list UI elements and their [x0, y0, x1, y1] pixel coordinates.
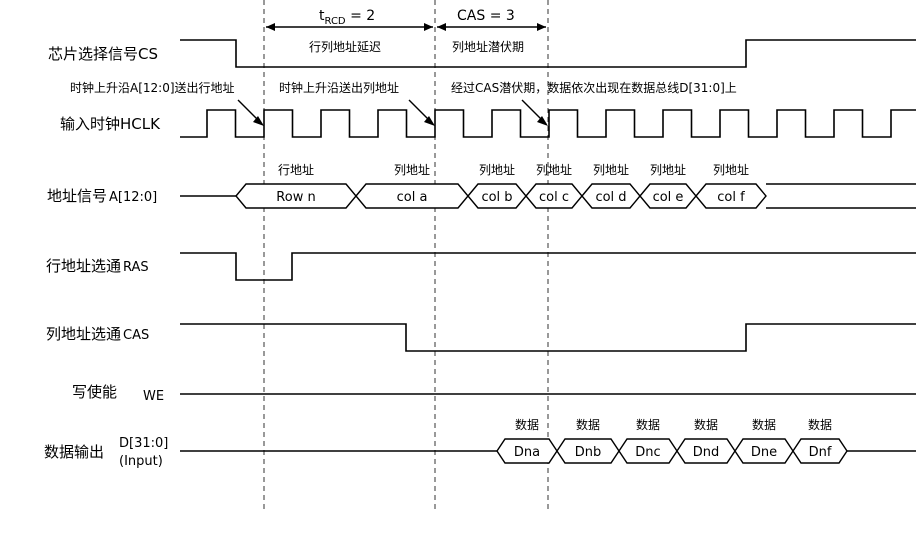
- address-bus-cell-label: 列地址: [593, 163, 629, 177]
- data-bus-cell-value: Dnf: [809, 445, 832, 460]
- data-signal-label: 数据输出: [44, 443, 104, 461]
- data-bus-waveform: Dna 数据 Dnb 数据 Dnc 数据 Dnd 数据 Dne 数据 Dnf 数据: [180, 417, 916, 464]
- address-bus-cell-value: col b: [481, 190, 512, 205]
- address-bus-cell-value: col f: [717, 190, 745, 205]
- timing-header-cas: CAS = 3 列地址潜伏期: [437, 8, 546, 54]
- address-bus-cell-label: 列地址: [479, 163, 515, 177]
- hclk-waveform: [180, 109, 916, 138]
- col-address-note: 时钟上升沿送出列地址: [279, 80, 399, 95]
- data-bus-cell-label: 数据: [808, 417, 832, 432]
- data-bus-cell: [792, 438, 848, 464]
- data-bus-cell-value: Dne: [751, 445, 777, 460]
- trcd-label: tRCD = 2: [319, 8, 375, 27]
- row-address-arrowhead: [253, 116, 264, 126]
- address-bus-cell-value: col a: [397, 190, 428, 205]
- cs-signal-label: 芯片选择信号CS: [48, 45, 158, 63]
- address-bus-cell-label: 列地址: [713, 163, 749, 177]
- data-bus-cell-label: 数据: [752, 417, 776, 432]
- trcd-right-arrowhead: [424, 23, 433, 31]
- address-bus-cell-value: col e: [653, 190, 684, 205]
- row-address-note: 时钟上升沿A[12:0]送出行地址: [70, 80, 235, 95]
- address-bus-cell-value: col c: [539, 190, 569, 205]
- data-signal-sublabel-input: (Input): [119, 454, 163, 469]
- cas-right-arrowhead: [537, 23, 546, 31]
- we-signal-label: 写使能: [72, 383, 117, 401]
- address-bus-cell-label: 行地址: [278, 163, 314, 177]
- data-bus-cell-value: Dnb: [575, 445, 602, 460]
- cs-waveform: [180, 39, 916, 68]
- data-bus-cell-value: Dna: [514, 445, 540, 460]
- address-bus-cell-value: Row n: [276, 190, 315, 205]
- cas-left-arrowhead: [437, 23, 446, 31]
- reference-lines: [263, 0, 549, 512]
- address-bus-cell-label: 列地址: [650, 163, 686, 177]
- data-bus-cell-value: Dnd: [693, 445, 720, 460]
- data-signal-sublabel-bus: D[31:0]: [119, 436, 168, 451]
- data-bus-cell-label: 数据: [576, 417, 600, 432]
- address-bus-cell-label: 列地址: [394, 163, 430, 177]
- col-address-arrowhead: [424, 116, 435, 126]
- data-appear-note: 经过CAS潜伏期，数据依次出现在数据总线D[31:0]上: [451, 80, 737, 95]
- annotations: 时钟上升沿A[12:0]送出行地址 时钟上升沿送出列地址 经过CAS潜伏期，数据…: [70, 80, 737, 126]
- address-bus-cell-value: col d: [595, 190, 626, 205]
- trcd-description: 行列地址延迟: [309, 40, 381, 54]
- address-bus-waveform: Row n 行地址 col a 列地址 col b 列地址 col c 列地址 col d 列地址…: [180, 163, 916, 209]
- address-bus-cell: [695, 183, 767, 209]
- data-bus-cell-label: 数据: [694, 417, 718, 432]
- data-bus-cell-value: Dnc: [635, 445, 660, 460]
- data-bus-cell-label: 数据: [636, 417, 660, 432]
- trcd-left-arrowhead: [266, 23, 275, 31]
- cas-latency-label: CAS = 3: [457, 8, 515, 24]
- we-signal-sublabel: WE: [143, 389, 164, 404]
- hclk-signal-label: 输入时钟HCLK: [60, 115, 161, 133]
- timing-header-trcd: tRCD = 2 行列地址延迟: [266, 8, 433, 54]
- data-bus-cell-label: 数据: [515, 417, 539, 432]
- data-appear-arrowhead: [537, 116, 548, 126]
- cas-waveform: [180, 323, 916, 352]
- address-bus-cell-label: 列地址: [536, 163, 572, 177]
- cas-latency-description: 列地址潜伏期: [452, 40, 524, 54]
- ras-waveform: [180, 252, 916, 281]
